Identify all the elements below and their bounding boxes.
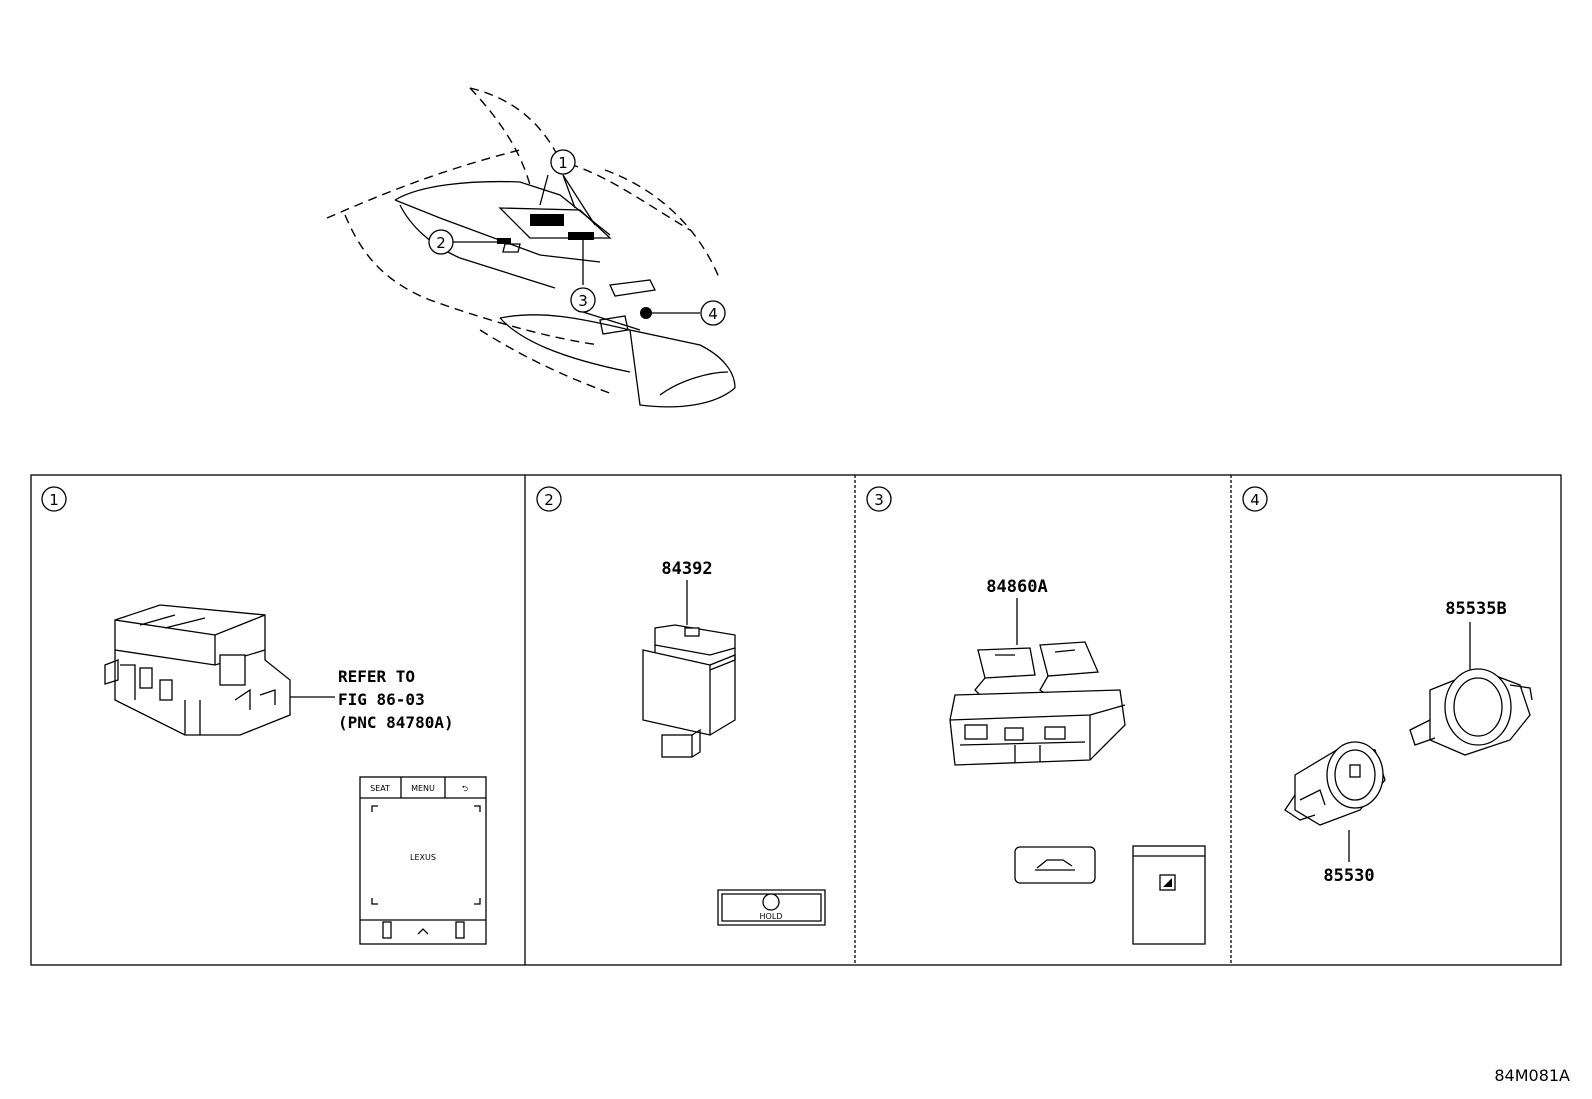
diagram-code: 84M081A bbox=[1494, 1066, 1570, 1085]
part-number-85535B: 85535B bbox=[1445, 599, 1506, 619]
panel-2-number: 2 bbox=[544, 491, 554, 509]
svg-text:3: 3 bbox=[578, 292, 588, 310]
panel-3: 3 84860A bbox=[866, 486, 1206, 945]
svg-text:1: 1 bbox=[558, 154, 568, 172]
console-overview: 1 2 3 4 bbox=[326, 87, 736, 408]
hold-button-label: HOLD bbox=[760, 912, 783, 921]
touchpad-logo: LEXUS bbox=[410, 853, 436, 862]
touchpad-menu-label: MENU bbox=[411, 784, 435, 793]
hold-button-drawing: HOLD bbox=[717, 889, 826, 926]
panel-1: 1 REFER TO FIG 86-03 (PNC 84780A) S bbox=[41, 486, 487, 945]
touchpad-seat-label: SEAT bbox=[370, 784, 390, 793]
panel-1-number: 1 bbox=[49, 491, 59, 509]
part-number-84860A: 84860A bbox=[986, 577, 1047, 597]
svg-text:4: 4 bbox=[708, 305, 718, 323]
refer-note-line-3: (PNC 84780A) bbox=[338, 713, 454, 732]
socket-85535B-drawing bbox=[1409, 668, 1533, 756]
socket-85530-drawing bbox=[1284, 741, 1386, 826]
panel-frame bbox=[30, 474, 1562, 966]
callout-1: 1 bbox=[550, 149, 576, 175]
refer-note-line-1: REFER TO bbox=[338, 667, 415, 686]
hold-switch-drawing bbox=[642, 624, 736, 758]
svg-text:2: 2 bbox=[436, 234, 446, 252]
window-switch-drawing bbox=[1132, 845, 1206, 945]
callout-3: 3 bbox=[570, 287, 596, 313]
door-switch-drawing bbox=[949, 641, 1126, 766]
roof-button-drawing bbox=[1014, 846, 1096, 884]
panel-2: 2 84392 HOLD bbox=[536, 486, 826, 926]
callout-2: 2 bbox=[428, 229, 454, 255]
panel-3-number: 3 bbox=[874, 491, 884, 509]
remote-touch-unit-drawing bbox=[104, 604, 335, 736]
callout-4: 4 bbox=[700, 300, 726, 326]
touchpad-panel-drawing: SEAT MENU ⮌ LEXUS bbox=[359, 776, 487, 945]
refer-note-line-2: FIG 86-03 bbox=[338, 690, 425, 709]
part-number-84392: 84392 bbox=[661, 559, 712, 579]
panel-4-number: 4 bbox=[1250, 491, 1260, 509]
part-number-85530: 85530 bbox=[1323, 866, 1374, 886]
touchpad-back-label: ⮌ bbox=[462, 784, 468, 793]
panel-4: 4 85535B 85530 bbox=[1242, 486, 1533, 886]
